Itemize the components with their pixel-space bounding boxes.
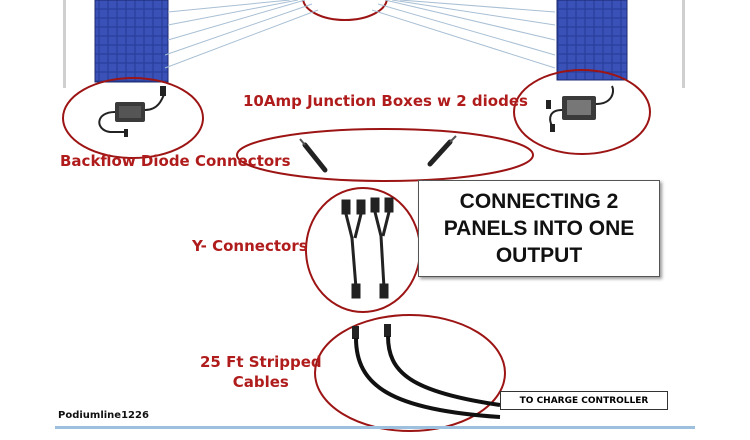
- y-connectors-label: Y- Connectors: [192, 237, 308, 255]
- credit-text: Podiumline1226: [58, 410, 149, 421]
- junction-box-right-icon: [546, 85, 615, 132]
- title-line-3: OUTPUT: [495, 244, 583, 267]
- cables-circle: [314, 314, 506, 432]
- backflow-diode-circle: [236, 128, 534, 182]
- stripped-cables-label: 25 Ft Stripped Cables: [200, 352, 322, 392]
- top-circle: [302, 0, 388, 21]
- junction-box-right-circle: [513, 69, 651, 155]
- footer-divider: [55, 426, 695, 429]
- solar-panel-right: [556, 0, 685, 88]
- diode-connector-left-icon: [299, 138, 328, 173]
- junction-boxes-label: 10Amp Junction Boxes w 2 diodes: [243, 92, 528, 110]
- stripped-cables-label-line2: Cables: [232, 373, 289, 391]
- junction-box-left-circle: [62, 77, 204, 159]
- backflow-diode-label: Backflow Diode Connectors: [60, 152, 291, 170]
- diode-connector-right-icon: [427, 135, 457, 167]
- junction-box-left-icon: [98, 86, 166, 137]
- y-connector-icon: [341, 197, 394, 299]
- title-line-1: CONNECTING 2: [459, 190, 619, 213]
- solar-panel-left: [63, 0, 169, 88]
- connection-lines: [164, 0, 556, 69]
- charge-controller-box: TO CHARGE CONTROLLER: [500, 391, 668, 410]
- stripped-cables-label-line1: 25 Ft Stripped: [200, 353, 322, 371]
- title-box: CONNECTING 2 PANELS INTO ONE OUTPUT: [418, 180, 660, 277]
- title-line-2: PANELS INTO ONE: [443, 217, 635, 240]
- stripped-cables-icon: [352, 324, 501, 419]
